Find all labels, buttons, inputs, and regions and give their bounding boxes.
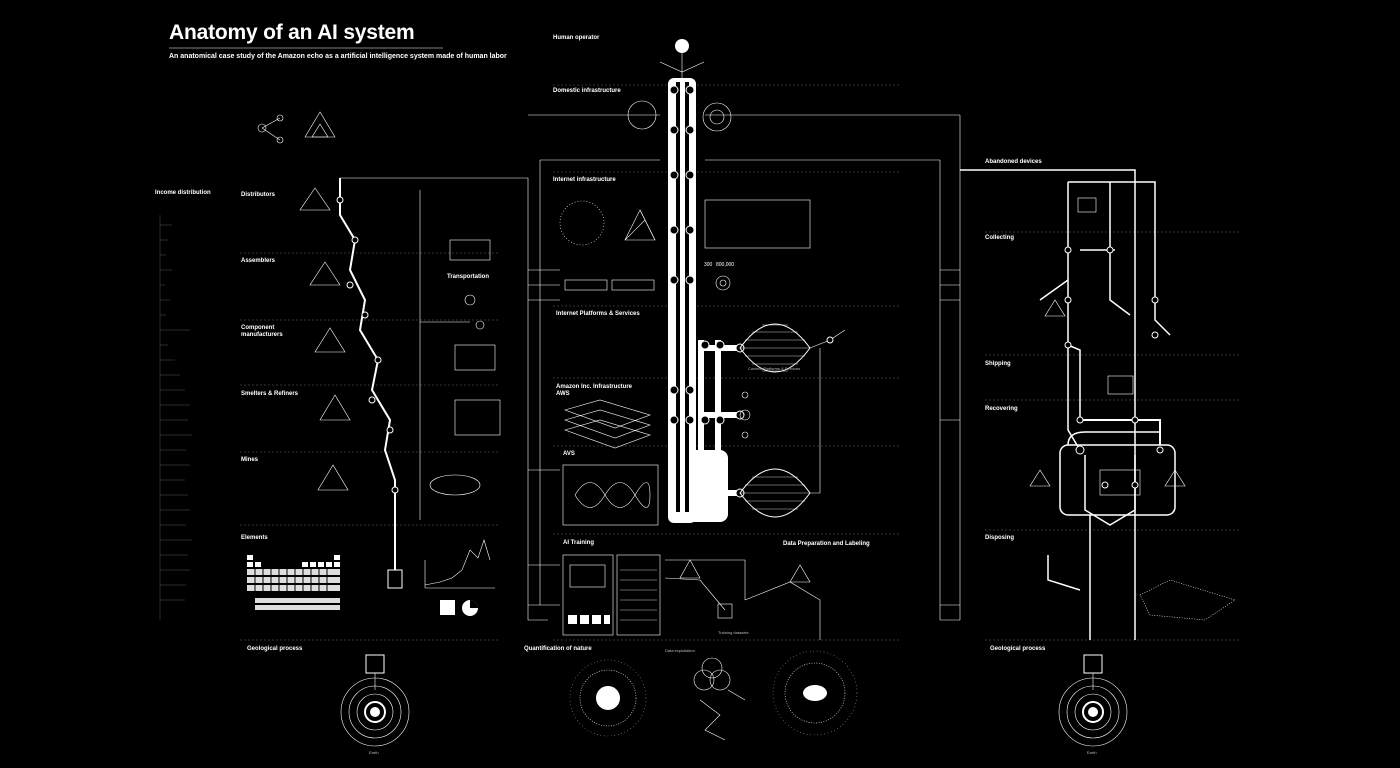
label-transportation: Transportation <box>447 274 490 280</box>
label-human-operator: Human operator <box>553 35 600 41</box>
label-component-line2: manufacturers <box>241 332 283 338</box>
label-avs: AVS <box>563 451 575 457</box>
label-amazon-infrastructure-line1: Amazon Inc. Infrastructure <box>556 384 633 390</box>
label-mines: Mines <box>241 457 259 463</box>
label-internet-platforms: Internet Platforms & Services <box>556 311 640 317</box>
label-data-preparation: Data Preparation and Labeling <box>783 541 870 547</box>
label-earth-left: Earth <box>369 750 379 755</box>
label-assemblers: Assemblers <box>241 258 276 264</box>
label-distributors: Distributors <box>241 192 276 198</box>
label-domestic-infrastructure: Domestic infrastructure <box>553 88 621 94</box>
label-content-platforms: Content Platforms & Services <box>748 366 801 371</box>
label-component-line1: Component <box>241 325 275 331</box>
label-disposing: Disposing <box>985 535 1015 541</box>
readout-800000: 800,000 <box>716 262 735 268</box>
label-earth-right: Earth <box>1087 750 1097 755</box>
label-amazon-infrastructure-line2: AWS <box>556 391 570 397</box>
label-smelters-refiners: Smelters & Refiners <box>241 391 299 397</box>
label-elements: Elements <box>241 535 268 541</box>
label-internet-infrastructure: Internet infrastructure <box>553 177 616 183</box>
label-ai-training: AI Training <box>563 540 595 546</box>
label-income-distribution: Income distribution <box>155 190 211 196</box>
readout-300: 300 <box>704 262 713 268</box>
label-quantification: Quantification of nature <box>524 646 592 652</box>
label-abandoned-devices: Abandoned devices <box>985 159 1042 165</box>
label-geological-left: Geological process <box>247 646 303 652</box>
page-title: Anatomy of an AI system <box>169 21 415 44</box>
label-shipping: Shipping <box>985 361 1011 367</box>
label-data-exploitation: Data exploitation <box>665 648 695 653</box>
page-subtitle: An anatomical case study of the Amazon e… <box>169 53 507 60</box>
label-recovering: Recovering <box>985 406 1018 412</box>
label-collecting: Collecting <box>985 235 1015 241</box>
label-training-datasets: Training datasets <box>718 630 749 635</box>
label-geological-right: Geological process <box>990 646 1046 652</box>
